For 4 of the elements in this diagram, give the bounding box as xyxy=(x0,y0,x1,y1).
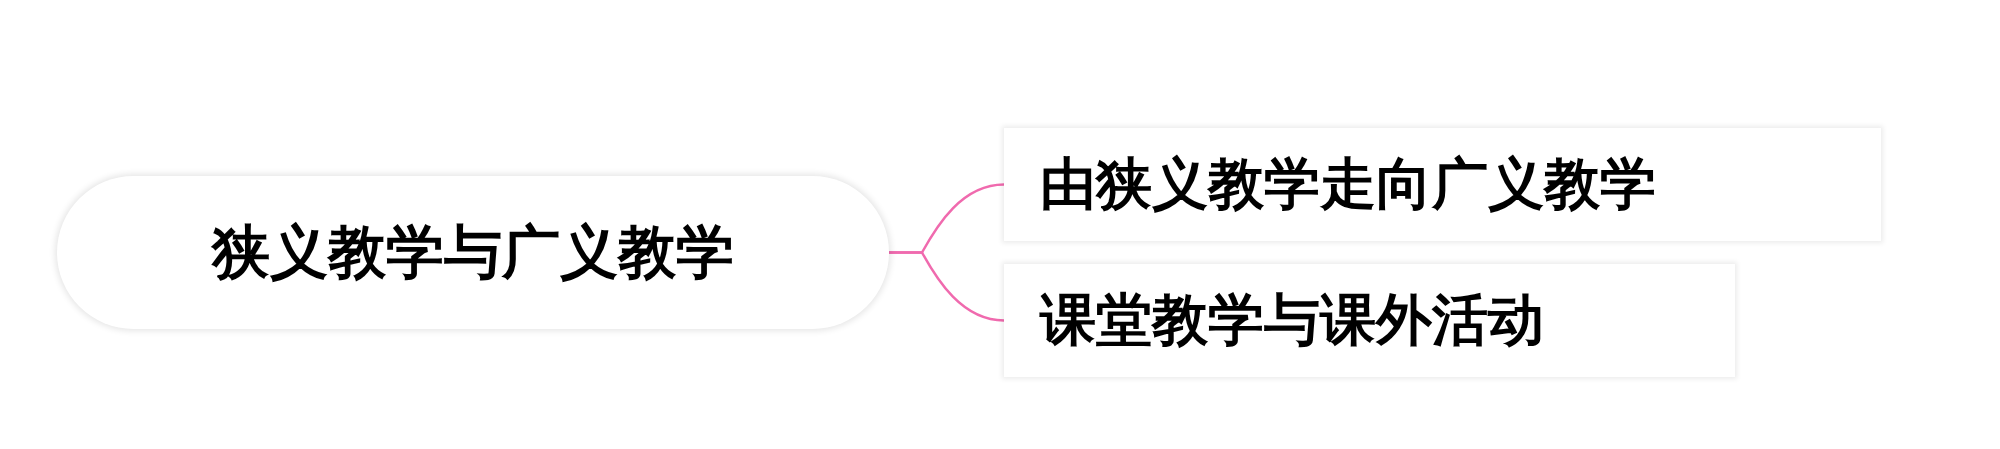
subtopic-box: 课堂教学与课外活动 xyxy=(1004,264,1735,377)
connector-line xyxy=(889,251,1005,322)
subtopic-box: 由狭义教学走向广义教学 xyxy=(1004,128,1881,241)
topic-box: 狭义教学与广义教学 xyxy=(57,176,889,329)
